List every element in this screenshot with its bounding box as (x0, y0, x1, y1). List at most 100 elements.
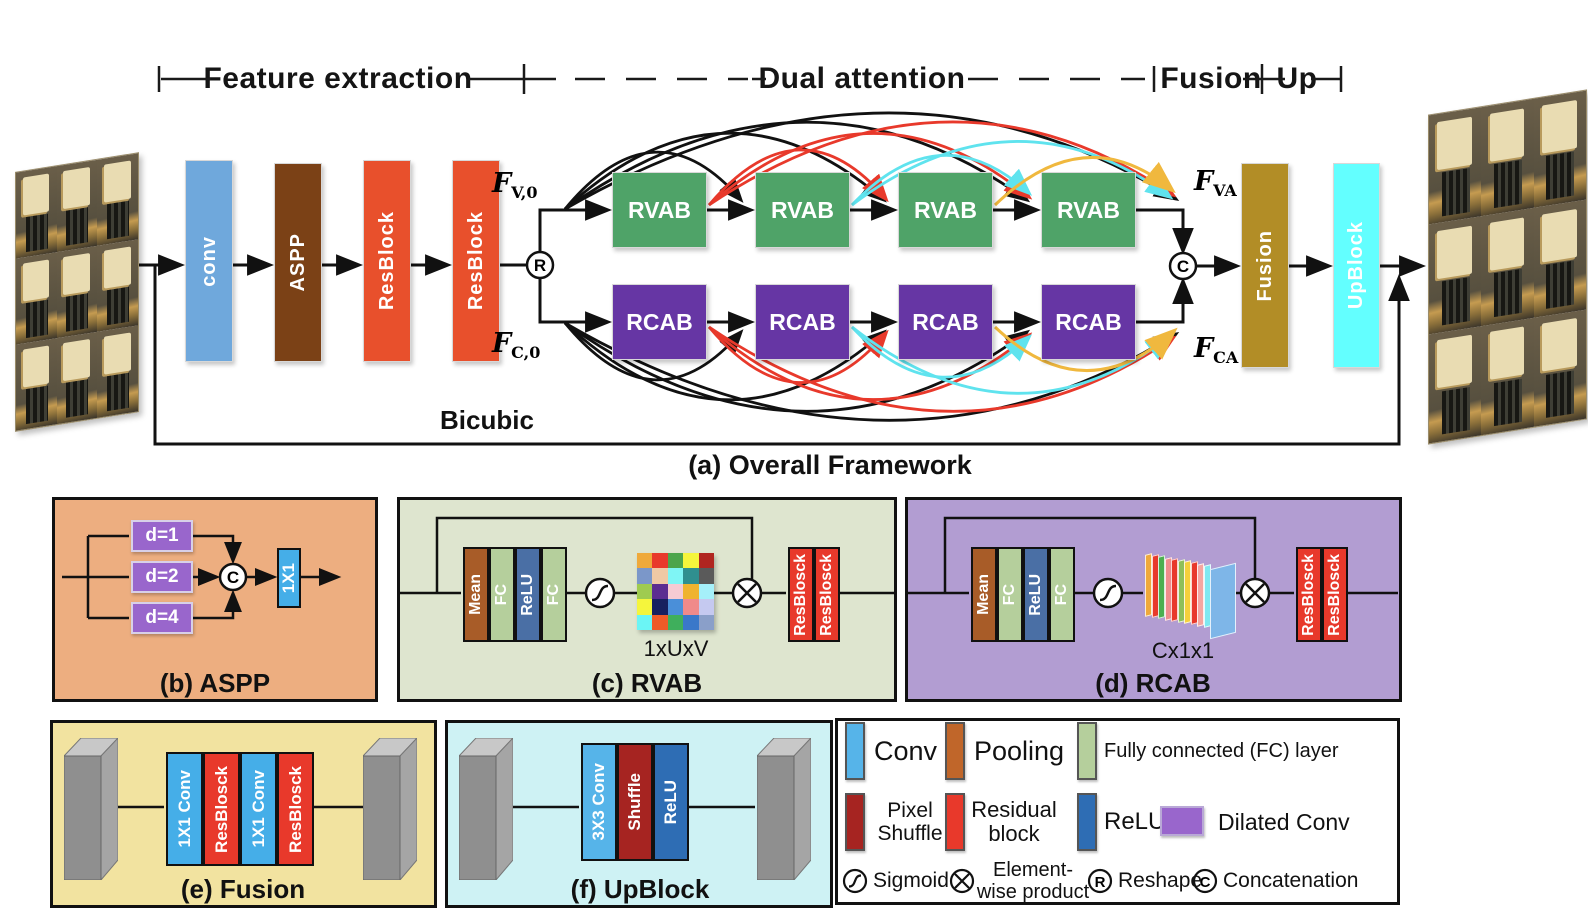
rcab-wires (907, 516, 1398, 595)
rvab-3-label: RVAB (913, 196, 978, 223)
attention-map-cell (667, 599, 684, 615)
legend-product-label: Element-wise product (976, 859, 1090, 903)
legend-pixelshuffle-label: Pixel Shuffle (877, 798, 943, 845)
dilated-box-1-label: d=1 (145, 525, 179, 546)
attention-map-cell (667, 583, 684, 600)
caption-upblock: (f) UpBlock (570, 874, 710, 904)
rcab-mean-strip: Mean (971, 547, 997, 642)
aspp-block: ASPP (274, 163, 322, 362)
attention-map-cell (698, 614, 714, 630)
rvab-block-3: RVAB (898, 172, 993, 248)
legend-reshape-letter: R (1095, 874, 1106, 891)
photo-cell (56, 331, 98, 425)
legend-concat-label: Concatenation (1223, 869, 1359, 892)
rcab-4-label: RCAB (1055, 308, 1122, 335)
rcab-fc1-strip: FC (997, 547, 1023, 642)
dilated-box-2: d=2 (131, 561, 193, 593)
rcab-fc2-label: FC (1053, 583, 1070, 606)
main-arrows (137, 199, 1427, 446)
attention-map-cell (637, 553, 653, 569)
rvab-4-label: RVAB (1056, 196, 1121, 223)
dilated-box-3: d=4 (131, 602, 193, 634)
reshape-node: R (525, 250, 555, 280)
photo-cell (1429, 325, 1482, 444)
rvab-relu-label: ReLU (519, 573, 536, 616)
conv-block-label: conv (197, 235, 220, 287)
label-fva: FVA (1194, 166, 1237, 200)
rcab-block-1: RCAB (612, 284, 707, 360)
photo-cell (97, 239, 138, 332)
photo-cell (1533, 199, 1586, 318)
photo-cell (16, 252, 57, 345)
rvab-relu-strip: ReLU (515, 547, 541, 642)
rcab-relu-label: ReLU (1027, 573, 1044, 616)
rcab-block-3: RCAB (898, 284, 993, 360)
attention-map-cell (667, 614, 684, 630)
legend-reshape-icon: R (1087, 868, 1113, 894)
upblock-shuffle: Shuffle (617, 743, 653, 861)
dilated-box-3-label: d=4 (145, 607, 179, 628)
upblock-relu-label: ReLU (661, 779, 680, 825)
fusion-1x1-conv-1-label: 1X1 Conv (174, 770, 194, 848)
legend-concat-letter: C (1200, 874, 1211, 891)
upblock-shuffle-label: Shuffle (625, 773, 644, 831)
rcab-2-label: RCAB (769, 308, 836, 335)
fusion-1x1-conv-1: 1X1 Conv (166, 752, 203, 866)
legend-fc-swatch (1077, 722, 1097, 780)
output-image (1428, 89, 1587, 445)
rcab-1-label: RCAB (626, 308, 693, 335)
aspp-block-label: ASPP (286, 233, 309, 292)
photo-cell (1533, 90, 1586, 209)
photo-cell (97, 325, 138, 418)
panel-legend (835, 718, 1400, 905)
photo-cell (1429, 216, 1482, 335)
attention-map-cell (698, 583, 714, 600)
rvab-block-1: RVAB (612, 172, 707, 248)
rvab-block-4: RVAB (1041, 172, 1136, 248)
photo-cell (1533, 309, 1586, 427)
photo-cell (1481, 208, 1534, 326)
rcab-resblock-2-label: ResBlosck (1326, 553, 1343, 636)
attention-map-cell (652, 614, 668, 630)
spatial-attention-map (637, 553, 714, 630)
attention-map-cell (637, 614, 653, 630)
photo-cell (1481, 98, 1534, 217)
rvab-resblock-1-label: ResBlosck (792, 553, 809, 636)
rvab-resblock-strip-2: ResBlosck (814, 547, 840, 642)
channel-slab (1210, 562, 1236, 640)
aspp-wires (62, 534, 342, 620)
attention-map-cell (683, 614, 699, 630)
resblock-2: ResBlock (452, 160, 500, 362)
channel-attention-stack (1145, 550, 1236, 640)
rvab-product-icon (731, 577, 763, 609)
map-label-cx1x1: Cx1x1 (1151, 638, 1215, 663)
rcab-3-label: RCAB (912, 308, 979, 335)
legend-concat-icon: C (1192, 868, 1218, 894)
channel-slab (1158, 555, 1165, 620)
legend-residual-swatch (945, 793, 965, 851)
photo-cell (97, 153, 138, 246)
feature-slab (755, 736, 813, 885)
channel-slab (1145, 553, 1152, 617)
attention-map-cell (652, 583, 668, 600)
fusion-resblock-1: ResBlosck (203, 752, 240, 866)
attention-map-cell (637, 568, 653, 584)
rvab-block-2: RVAB (755, 172, 850, 248)
rcab-fc2-strip: FC (1049, 547, 1075, 642)
panel-aspp (52, 497, 378, 702)
rcab-relu-strip: ReLU (1023, 547, 1049, 642)
upblock-3x3-conv: 3X3 Conv (581, 743, 617, 861)
rcab-resblock-strip-1: ResBlosck (1296, 547, 1322, 642)
legend-residual-label: Residual block (971, 796, 1057, 846)
caption-rcab: (d) RCAB (1095, 668, 1211, 698)
skip-red-bottom (707, 325, 1177, 413)
caption-rvab: (c) RVAB (591, 668, 703, 698)
bicubic-label: Bicubic (440, 405, 534, 435)
legend-dilated-swatch (1160, 806, 1204, 836)
label-fv0: FV,0 (492, 168, 538, 202)
photo-cell (1481, 317, 1534, 436)
fusion-block-label: Fusion (1253, 229, 1276, 302)
caption-overall: (a) Overall Framework (688, 450, 972, 480)
label-fc0: FC,0 (492, 328, 541, 362)
skip-yellow-bottom (993, 325, 1178, 372)
